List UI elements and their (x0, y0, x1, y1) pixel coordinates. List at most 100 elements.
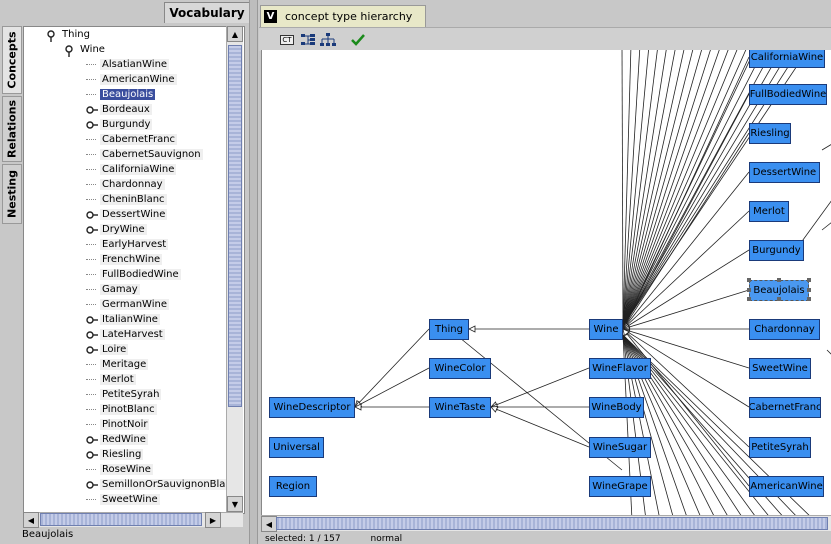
tree-connector (86, 498, 96, 501)
graph-node[interactable]: Wine (589, 319, 623, 340)
graph-node[interactable]: Thing (429, 319, 469, 340)
collapsed-node-icon[interactable] (86, 225, 98, 235)
graph-node[interactable]: WineGrape (589, 476, 651, 497)
collapsed-node-icon[interactable] (86, 450, 98, 460)
graph-node[interactable]: AmericanWine (749, 476, 824, 497)
selection-handle[interactable] (807, 278, 811, 282)
collapsed-node-icon[interactable] (86, 330, 98, 340)
collapsed-node-icon[interactable] (86, 120, 98, 130)
tree-item-label: Loire (100, 344, 129, 355)
collapsed-node-icon[interactable] (86, 105, 98, 115)
tree-item[interactable]: Wine (64, 42, 107, 57)
selection-handle[interactable] (747, 288, 751, 292)
tree-item[interactable]: Loire (86, 342, 129, 357)
tree-item[interactable]: Merlot (86, 372, 136, 387)
tree-item[interactable]: Chardonnay (86, 177, 165, 192)
tree-item[interactable]: LateHarvest (86, 327, 165, 342)
tree-item[interactable]: Gamay (86, 282, 140, 297)
graph-node[interactable]: FullBodiedWine (749, 84, 827, 105)
tree-item[interactable]: AlsatianWine (86, 57, 170, 72)
graph-node[interactable]: Chardonnay (749, 319, 820, 340)
graph-node[interactable]: SweetWine (749, 358, 811, 379)
tree-item[interactable]: PinotBlanc (86, 402, 157, 417)
selection-handle[interactable] (807, 297, 811, 301)
tree-item[interactable]: SemillonOrSauvignonBlan (86, 477, 234, 492)
tree-item[interactable]: CabernetFranc (86, 132, 178, 147)
tree-item[interactable]: GermanWine (86, 297, 169, 312)
tree-item[interactable]: SweetWine (86, 492, 160, 507)
collapsed-node-icon[interactable] (86, 315, 98, 325)
selection-handle[interactable] (777, 278, 781, 282)
tree-item[interactable]: RoseWine (86, 462, 153, 477)
tree-item[interactable]: Riesling (86, 447, 144, 462)
ct-icon[interactable]: CT (279, 31, 295, 48)
tree-item[interactable]: FullBodiedWine (86, 267, 181, 282)
tree-item[interactable]: CabernetSauvignon (86, 147, 203, 162)
graph-node[interactable]: WineFlavor (589, 358, 651, 379)
tree-item[interactable]: ItalianWine (86, 312, 160, 327)
selection-handle[interactable] (747, 278, 751, 282)
graph-node[interactable]: WineTaste (429, 397, 491, 418)
tree-item[interactable]: Beaujolais (86, 87, 156, 102)
canvas-scroll-left-arrow-icon[interactable]: ◀ (261, 516, 277, 532)
tab-concept-type-hierarchy[interactable]: V concept type hierarchy (260, 5, 426, 27)
tree-item[interactable]: FrenchWine (86, 252, 163, 267)
tree-horizontal-scroll-thumb[interactable] (40, 513, 202, 526)
tree-item-label: PetiteSyrah (100, 389, 162, 400)
pane-splitter[interactable] (249, 0, 258, 544)
status-bar: selected: 1 / 157 normal (265, 534, 402, 544)
graph-node[interactable]: Region (269, 476, 317, 497)
tree-item[interactable]: Burgundy (86, 117, 153, 132)
scroll-up-arrow-icon[interactable]: ▲ (227, 26, 243, 42)
tree-vertical-scroll-thumb[interactable] (228, 45, 242, 407)
tree-item[interactable]: RedWine (86, 432, 148, 447)
selection-handle[interactable] (807, 288, 811, 292)
tab-concepts[interactable]: Concepts (2, 26, 22, 94)
tree-item[interactable]: PinotNoir (86, 417, 150, 432)
hierarchy-layout-icon[interactable] (319, 31, 337, 48)
tree-item[interactable]: CaliforniaWine (86, 162, 177, 177)
graph-node[interactable]: Riesling (749, 123, 791, 144)
collapsed-node-icon[interactable] (86, 435, 98, 445)
collapsed-node-icon[interactable] (86, 210, 98, 220)
graph-node[interactable]: DessertWine (749, 162, 820, 183)
tree-item[interactable]: EarlyHarvest (86, 237, 169, 252)
graph-node[interactable]: Universal (269, 437, 324, 458)
scroll-left-arrow-icon[interactable]: ◀ (23, 512, 39, 528)
graph-node[interactable]: WineSugar (589, 437, 651, 458)
checkmark-icon[interactable] (349, 31, 367, 48)
hierarchy-tree-icon[interactable] (299, 31, 317, 48)
vocabulary-tab[interactable]: Vocabulary (164, 2, 250, 23)
graph-node[interactable]: PetiteSyrah (749, 437, 811, 458)
tree-item-label: RedWine (100, 434, 148, 445)
tree-connector (86, 408, 96, 411)
scroll-right-arrow-icon[interactable]: ▶ (205, 512, 221, 528)
collapsed-node-icon[interactable] (86, 480, 98, 490)
graph-node[interactable]: CabernetFranc (749, 397, 821, 418)
graph-node[interactable]: WineColor (429, 358, 491, 379)
tab-relations[interactable]: Relations (2, 96, 22, 162)
tab-nesting[interactable]: Nesting (2, 164, 22, 224)
graph-node[interactable]: WineDescriptor (269, 397, 355, 418)
collapsed-node-icon[interactable] (86, 345, 98, 355)
graph-node[interactable]: Merlot (749, 201, 789, 222)
tree-item[interactable]: Thing (46, 27, 92, 42)
tree-item[interactable]: DessertWine (86, 207, 168, 222)
graph-node[interactable]: WineBody (589, 397, 644, 418)
graph-node[interactable]: Burgundy (749, 240, 804, 261)
tree-item[interactable]: DryWine (86, 222, 147, 237)
selection-handle[interactable] (777, 297, 781, 301)
tree-item[interactable]: PetiteSyrah (86, 387, 162, 402)
tree-item[interactable]: Meritage (86, 357, 149, 372)
scroll-down-arrow-icon[interactable]: ▼ (227, 496, 243, 512)
expanded-node-icon[interactable] (64, 44, 74, 57)
canvas-horizontal-scroll-thumb[interactable] (276, 517, 828, 530)
graph-node[interactable]: CaliforniaWine (749, 50, 825, 68)
tree-item[interactable]: Bordeaux (86, 102, 152, 117)
expanded-node-icon[interactable] (46, 29, 56, 42)
selection-handle[interactable] (747, 297, 751, 301)
tree-item[interactable]: AmericanWine (86, 72, 177, 87)
tree-item[interactable]: CheninBlanc (86, 192, 167, 207)
